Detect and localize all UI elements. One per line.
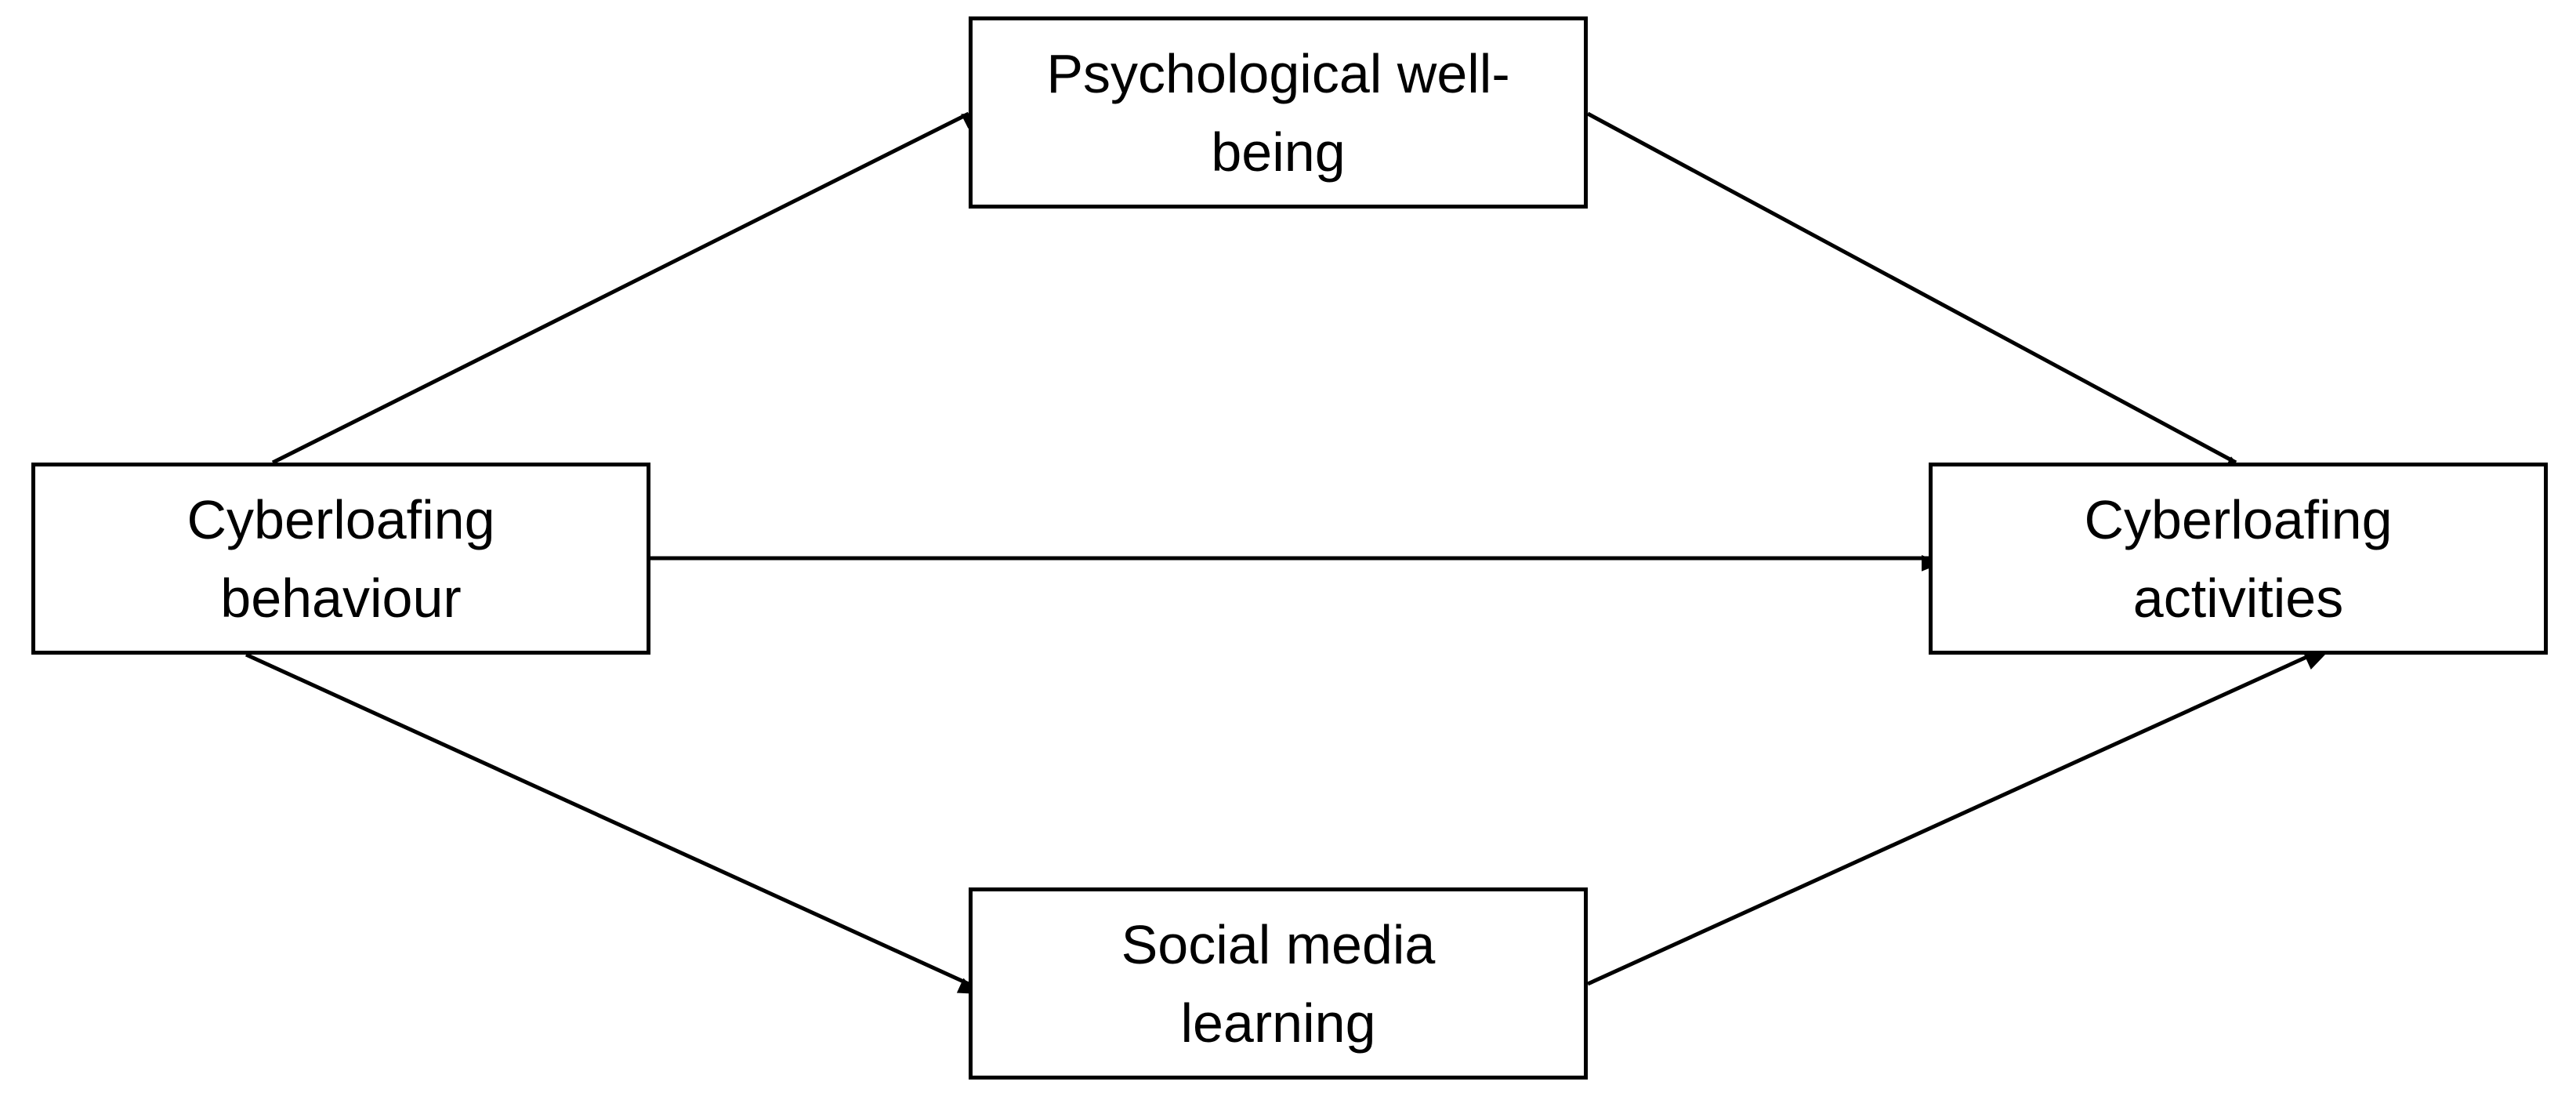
arrow-wellbeing-to-activities <box>1586 111 2245 474</box>
node-label-line: Social media <box>1121 913 1436 975</box>
node-label-line: activities <box>2132 567 2344 629</box>
arrow-social-to-activities <box>1586 652 2327 986</box>
node-label-line: Cyberloafing <box>187 488 495 550</box>
node-social-media-learning: Social media learning <box>969 887 1588 1080</box>
node-psychological-well-being: Psychological well- being <box>969 16 1588 209</box>
node-label-line: behaviour <box>220 567 462 629</box>
node-label-line: being <box>1211 121 1346 183</box>
arrow-behaviour-to-wellbeing <box>271 111 984 465</box>
node-label-line: learning <box>1180 992 1376 1054</box>
node-label-line: Psychological well- <box>1046 42 1510 104</box>
node-label-line: Cyberloafing <box>2084 488 2393 550</box>
node-cyberloafing-activities: Cyberloafing activities <box>1929 463 2548 655</box>
arrow-behaviour-to-social <box>245 652 979 994</box>
node-cyberloafing-behaviour: Cyberloafing behaviour <box>31 463 650 655</box>
